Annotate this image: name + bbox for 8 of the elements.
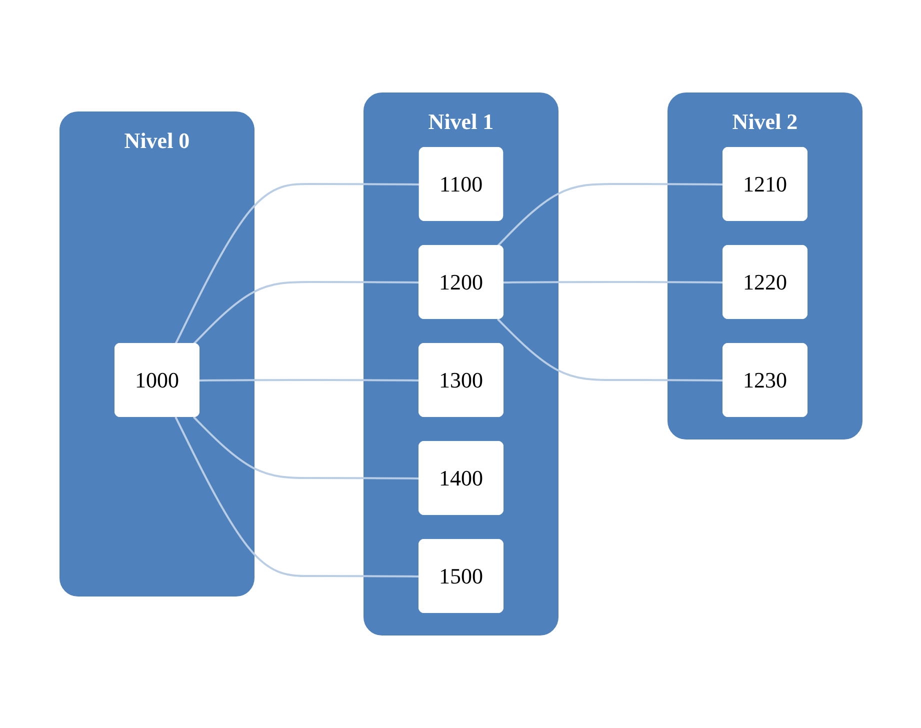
connector [174, 416, 419, 578]
connector [192, 281, 419, 345]
connector [496, 183, 723, 247]
connector [503, 281, 723, 284]
connector [496, 318, 723, 382]
connector [174, 183, 420, 344]
connector [192, 416, 419, 480]
connector [199, 379, 419, 382]
